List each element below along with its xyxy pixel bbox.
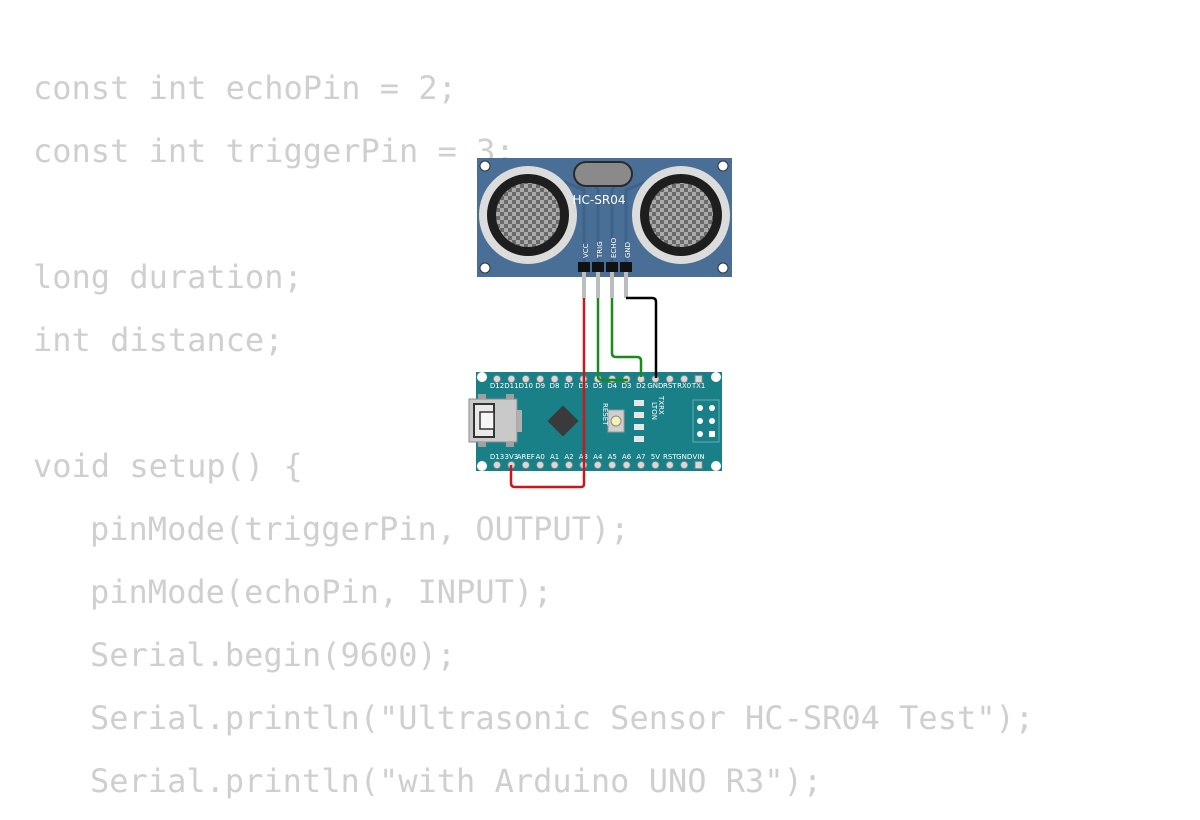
code-line: const int triggerPin = 3; xyxy=(33,132,515,170)
wires xyxy=(509,296,658,489)
code-line: void setup() { xyxy=(33,447,303,485)
pin-label: TX1 xyxy=(691,382,706,390)
pin-label: D9 xyxy=(535,382,545,390)
pin-label: A5 xyxy=(608,453,617,461)
transducer-right xyxy=(632,166,730,264)
pin-label: A6 xyxy=(622,453,632,461)
header-pin[interactable] xyxy=(694,375,703,383)
pin-label: RST xyxy=(663,382,677,390)
header-pin[interactable] xyxy=(521,461,530,469)
pin-label: A0 xyxy=(536,453,545,461)
pin-label: D5 xyxy=(593,382,603,390)
pcb-trace xyxy=(559,178,586,262)
status-leds xyxy=(634,400,644,442)
transducer-left xyxy=(479,166,577,264)
header-pin[interactable] xyxy=(680,461,689,469)
code-line: Serial.begin(9600); xyxy=(90,636,457,674)
code-line: const int echoPin = 2; xyxy=(33,69,457,107)
header-pin[interactable] xyxy=(493,461,501,469)
header-pin[interactable] xyxy=(593,461,602,469)
pin-label: A2 xyxy=(564,453,573,461)
header-pin[interactable] xyxy=(622,461,631,469)
wire-echo[interactable] xyxy=(610,298,643,377)
header-pin[interactable] xyxy=(608,461,617,469)
header-pin[interactable] xyxy=(550,461,559,469)
code-line: int distance; xyxy=(33,321,284,359)
mount-hole xyxy=(717,262,729,274)
mount-hole xyxy=(479,262,491,274)
header-pin[interactable] xyxy=(507,375,516,383)
pin-label: VIN xyxy=(693,453,705,461)
pin-label: 5V xyxy=(651,453,660,461)
pin-label: A4 xyxy=(593,453,603,461)
header-pin[interactable] xyxy=(665,375,674,383)
pin-label: RX0 xyxy=(677,382,691,390)
header-pin[interactable] xyxy=(665,461,674,469)
wire-trig[interactable] xyxy=(596,298,628,382)
usb-connector xyxy=(468,394,522,447)
reset-button[interactable] xyxy=(607,409,625,433)
code-line: pinMode(echoPin, INPUT); xyxy=(90,573,553,611)
pin-label: D4 xyxy=(607,382,617,390)
sensor-pin-label: TRIG xyxy=(596,241,604,259)
pin-label: A1 xyxy=(550,453,559,461)
sensor-pin-label: VCC xyxy=(582,243,590,258)
pin-label: RST xyxy=(663,453,677,461)
header-pin[interactable] xyxy=(536,375,545,383)
pin-label: D8 xyxy=(550,382,560,390)
pin-label: D13 xyxy=(490,453,504,461)
pin-label: AREF xyxy=(517,453,535,461)
header-pin[interactable] xyxy=(565,461,573,469)
code-line: long duration; xyxy=(33,258,303,296)
sensor-header xyxy=(578,262,632,298)
code-line: Serial.println("Ultrasonic Sensor HC-SR0… xyxy=(90,699,1035,737)
sensor-pin-label: GND xyxy=(624,242,632,258)
hc-sr04-sensor[interactable]: HC-SR04 VCC TRIG ECHO GND xyxy=(477,158,732,298)
header-pin[interactable] xyxy=(637,461,645,469)
pin-label: D2 xyxy=(636,382,646,390)
mount-hole xyxy=(711,372,721,382)
pin-label: D3 xyxy=(622,382,632,390)
header-pin[interactable] xyxy=(694,461,703,469)
mount-hole xyxy=(477,372,487,382)
header-pin[interactable] xyxy=(521,375,530,383)
header-pin[interactable] xyxy=(680,375,689,383)
sensor-label: HC-SR04 xyxy=(573,193,626,207)
icsp-header xyxy=(692,399,720,443)
sensor-pin-label: ECHO xyxy=(610,237,618,258)
wire-gnd[interactable] xyxy=(626,296,658,378)
bottom-pin-header xyxy=(493,461,703,469)
pin-label: D7 xyxy=(564,382,574,390)
header-pin[interactable] xyxy=(536,461,545,469)
crystal-oscillator xyxy=(573,161,633,187)
pin-label: D11 xyxy=(504,382,518,390)
pin-label: D10 xyxy=(519,382,533,390)
mount-hole xyxy=(477,461,487,471)
led-label: LTON xyxy=(650,402,658,420)
pin-label: GND xyxy=(676,453,692,461)
mount-hole xyxy=(717,160,729,172)
header-pin[interactable] xyxy=(651,461,660,469)
microcontroller-chip xyxy=(547,405,579,437)
header-pin[interactable] xyxy=(565,375,573,383)
mount-hole xyxy=(711,461,721,471)
mount-hole xyxy=(479,160,491,172)
wire-vcc[interactable] xyxy=(509,298,586,489)
pin-label: GND xyxy=(647,382,663,390)
code-line: Serial.println("with Arduino UNO R3"); xyxy=(90,762,823,800)
pin-label: A7 xyxy=(636,453,645,461)
header-pin[interactable] xyxy=(493,375,501,383)
code-line: pinMode(triggerPin, OUTPUT); xyxy=(90,510,630,548)
pin-label: D12 xyxy=(490,382,504,390)
pin-label: 3V3 xyxy=(505,453,519,461)
pcb-trace xyxy=(624,178,651,262)
led-label: TXRX xyxy=(657,395,665,415)
reset-label: RESET xyxy=(601,403,609,426)
header-pin[interactable] xyxy=(550,375,559,383)
